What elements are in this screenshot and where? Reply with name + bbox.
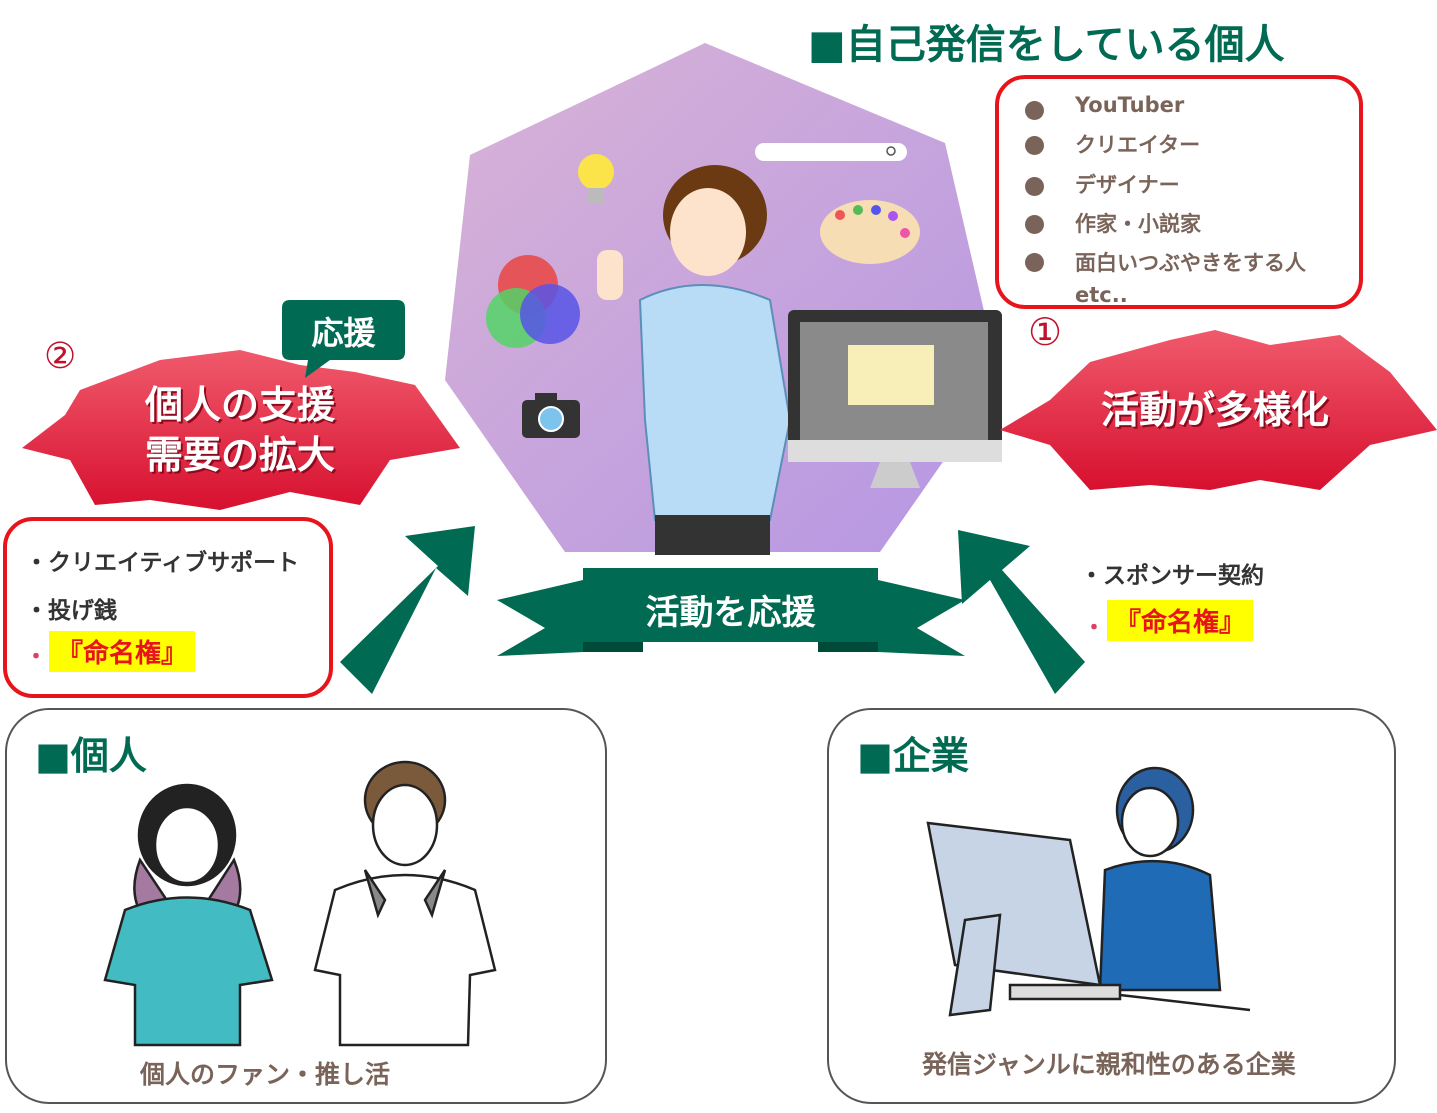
naming-rights-highlight: 『命名権』 bbox=[49, 631, 196, 672]
fan-woman-illustration bbox=[103, 783, 274, 1047]
list-item: ・クリエイティブサポート bbox=[25, 550, 300, 576]
magnifier-icon bbox=[886, 146, 896, 156]
palette-icon bbox=[820, 200, 920, 264]
banner-ribbon bbox=[497, 568, 965, 656]
bullet: ・ bbox=[25, 645, 48, 670]
star-burst-right bbox=[1000, 330, 1437, 490]
star-left-line1: 個人の支援 bbox=[144, 383, 335, 427]
sponsor-contract: ・スポンサー契約 bbox=[1080, 563, 1264, 589]
list-item: ・投げ銭 bbox=[25, 598, 117, 624]
banner-label: 活動を応援 bbox=[645, 593, 816, 633]
creator-types-box: YouTuber クリエイター デザイナー 作家・小説家 面白いつぶやきをする人… bbox=[995, 75, 1363, 309]
list-item: etc.. bbox=[1075, 283, 1128, 307]
camera-icon bbox=[522, 393, 580, 438]
arrow-left-up bbox=[340, 526, 475, 694]
star-left-line2: 需要の拡大 bbox=[144, 433, 335, 477]
callout-label: 応援 bbox=[311, 314, 376, 352]
individual-title: ■個人 bbox=[35, 734, 147, 778]
bullet-icon bbox=[1025, 253, 1044, 272]
page-title: ■自己発信をしている個人 bbox=[808, 22, 1285, 68]
color-circles-icon bbox=[486, 255, 580, 348]
star-right-label: 活動が多様化 bbox=[1100, 388, 1329, 432]
list-item: YouTuber bbox=[1075, 93, 1185, 117]
bullet: ・ bbox=[1083, 616, 1106, 641]
list-item: デザイナー bbox=[1075, 173, 1180, 197]
fan-man-illustration bbox=[313, 760, 497, 1047]
individual-box bbox=[5, 708, 607, 1104]
bullet-icon bbox=[1025, 101, 1044, 120]
star-burst-left bbox=[22, 350, 460, 510]
creator-woman-illustration bbox=[597, 165, 792, 555]
search-bar-icon bbox=[755, 143, 907, 161]
company-caption: 発信ジャンルに親和性のある企業 bbox=[922, 1050, 1296, 1079]
office-worker-illustration bbox=[926, 766, 1251, 1017]
lightbulb-icon bbox=[578, 154, 614, 204]
marker-2: ② bbox=[44, 336, 77, 377]
individual-caption: 個人のファン・推し活 bbox=[140, 1060, 391, 1089]
arrow-right-up bbox=[958, 530, 1085, 694]
list-item: 面白いつぶやきをする人 bbox=[1075, 251, 1306, 275]
bullet-icon bbox=[1025, 177, 1044, 196]
marker-1: ① bbox=[1028, 310, 1063, 354]
company-box bbox=[827, 708, 1396, 1104]
individual-support-box: ・クリエイティブサポート ・投げ銭 ・ 『命名権』 bbox=[3, 517, 333, 698]
callout-bubble bbox=[282, 300, 405, 378]
bullet-icon bbox=[1025, 215, 1044, 234]
monitor-illustration bbox=[788, 310, 1002, 488]
list-item: クリエイター bbox=[1075, 133, 1201, 157]
naming-rights-highlight: 『命名権』 bbox=[1107, 600, 1254, 641]
company-title: ■企業 bbox=[857, 734, 969, 778]
list-item: 作家・小説家 bbox=[1075, 212, 1201, 236]
bullet-icon bbox=[1025, 136, 1044, 155]
